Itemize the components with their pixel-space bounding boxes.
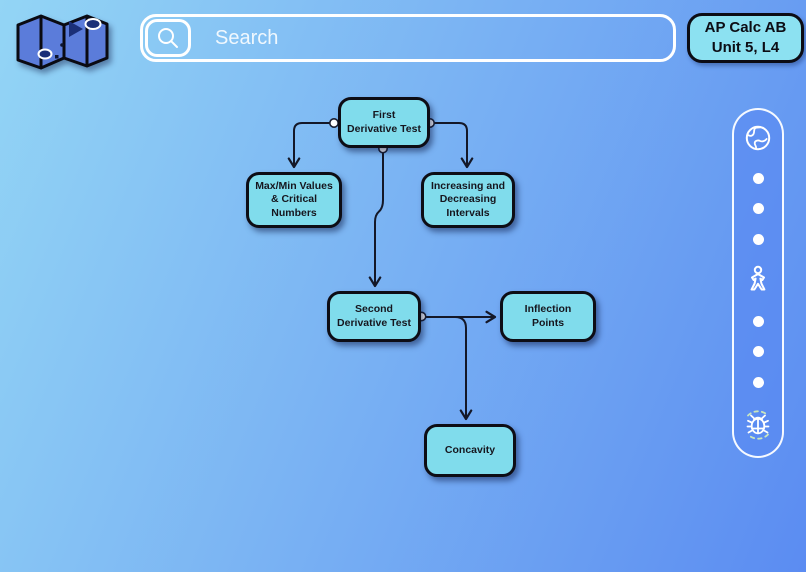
toolbar-dot-button[interactable] [752,346,764,357]
globe-icon[interactable] [743,123,773,153]
magnifier-icon [158,28,178,48]
toolbar-dot-button[interactable] [752,203,764,214]
connector-handle [328,118,339,129]
node-label: First Derivative Test [347,108,421,135]
child-figure-icon[interactable] [742,264,774,296]
edge-second-to-concavity [454,316,473,421]
map-location-dot [37,48,53,60]
edge-first-to-second [368,149,384,288]
node-label: Max/Min Values & Critical Numbers [255,179,333,219]
node-concavity[interactable]: Concavity [424,424,516,477]
toolbar-dot-button[interactable] [752,172,764,184]
node-second-derivative-test[interactable]: Second Derivative Test [327,291,421,342]
toolbar-dot-button[interactable] [752,233,764,245]
badge-line1: AP Calc AB [704,18,787,36]
node-inflection-points[interactable]: Inflection Points [500,291,596,342]
debug-bug-icon[interactable] [740,407,776,443]
map-triangle-marker [69,21,83,37]
search-bar [140,14,676,62]
node-label: Inflection Points [524,302,572,329]
edge-first-to-maxmin [287,122,334,169]
badge-line2: Unit 5, L4 [711,39,780,56]
node-max-min-values[interactable]: Max/Min Values & Critical Numbers [246,172,342,228]
toolbar-dot-button[interactable] [752,315,764,327]
node-label: Second Derivative Test [337,302,411,329]
toolbar-dot-button[interactable] [752,376,764,388]
folded-map-logo[interactable] [14,8,110,72]
node-first-derivative-test[interactable]: First Derivative Test [338,97,430,148]
search-input[interactable] [193,17,673,59]
side-toolbar [732,108,784,458]
map-location-dot [84,18,102,30]
map-small-dot [55,55,59,59]
course-badge: AP Calc AB Unit 5, L4 [687,13,804,63]
edge-first-to-incdec [430,122,474,169]
node-increasing-decreasing[interactable]: Increasing and Decreasing Intervals [421,172,515,228]
search-button[interactable] [145,19,191,57]
node-label: Concavity [444,443,496,456]
node-label: Increasing and Decreasing Intervals [430,179,506,219]
map-small-dot [60,43,64,47]
